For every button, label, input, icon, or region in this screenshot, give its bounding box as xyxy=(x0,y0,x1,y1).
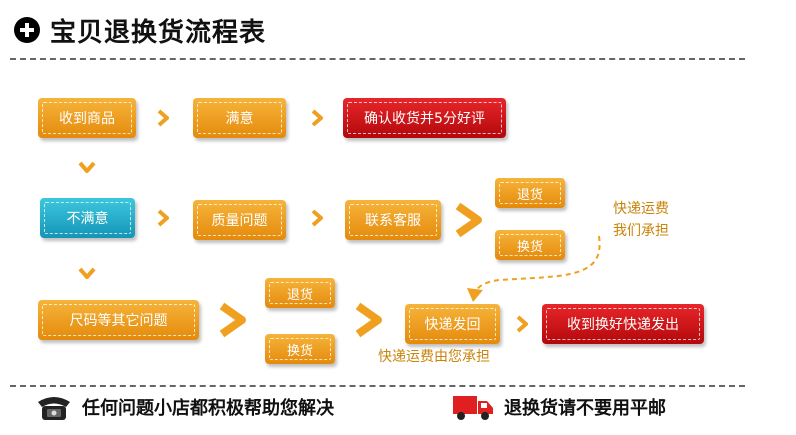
step-quality-issue: 质量问题 xyxy=(193,200,286,240)
step-return-goods-1: 退货 xyxy=(495,178,565,208)
step-unsatisfied: 不满意 xyxy=(40,198,135,238)
header-divider xyxy=(10,58,745,60)
step-receive: 收到商品 xyxy=(38,98,136,138)
chevron-right-icon xyxy=(157,109,169,127)
chevron-down-icon xyxy=(78,267,96,279)
chevron-right-icon xyxy=(311,109,323,127)
footer-shipping-text: 退换货请不要用平邮 xyxy=(504,398,666,419)
step-return-goods-2: 退货 xyxy=(265,278,335,308)
plus-circle-icon xyxy=(14,17,40,43)
chevron-right-icon xyxy=(311,209,323,227)
footer-divider xyxy=(10,385,745,387)
telephone-icon xyxy=(38,397,70,420)
step-exchange-goods-2: 换货 xyxy=(265,334,335,364)
large-chevron-right-icon xyxy=(219,302,246,338)
large-chevron-right-icon xyxy=(455,202,482,238)
delivery-truck-icon xyxy=(453,396,493,420)
footer-support: 任何问题小店都积极帮助您解决 xyxy=(36,392,334,422)
chevron-right-icon xyxy=(516,315,528,333)
return-path-arrow xyxy=(467,235,601,302)
chevron-down-icon xyxy=(78,161,96,173)
step-express-back: 快递发回 xyxy=(405,304,500,344)
large-chevron-right-icon xyxy=(355,302,382,338)
chevron-right-icon xyxy=(157,209,169,227)
footer-support-text: 任何问题小店都积极帮助您解决 xyxy=(82,398,334,419)
freight-note-customer-pays: 快递运费由您承担 xyxy=(378,349,490,365)
step-confirm-review: 确认收货并5分好评 xyxy=(343,98,506,138)
step-contact-service: 联系客服 xyxy=(345,200,441,240)
footer-shipping: 退换货请不要用平邮 xyxy=(452,392,666,422)
step-receive-exchange-ship: 收到换好快递发出 xyxy=(542,304,704,344)
step-exchange-goods-1: 换货 xyxy=(495,230,565,260)
step-size-other-issue: 尺码等其它问题 xyxy=(38,300,199,340)
page-title: 宝贝退换货流程表 xyxy=(50,17,267,48)
step-satisfied: 满意 xyxy=(193,98,286,138)
page-header: 宝贝退换货流程表 xyxy=(14,10,266,50)
freight-note-we-pay: 快递运费 我们承担 xyxy=(613,201,669,239)
